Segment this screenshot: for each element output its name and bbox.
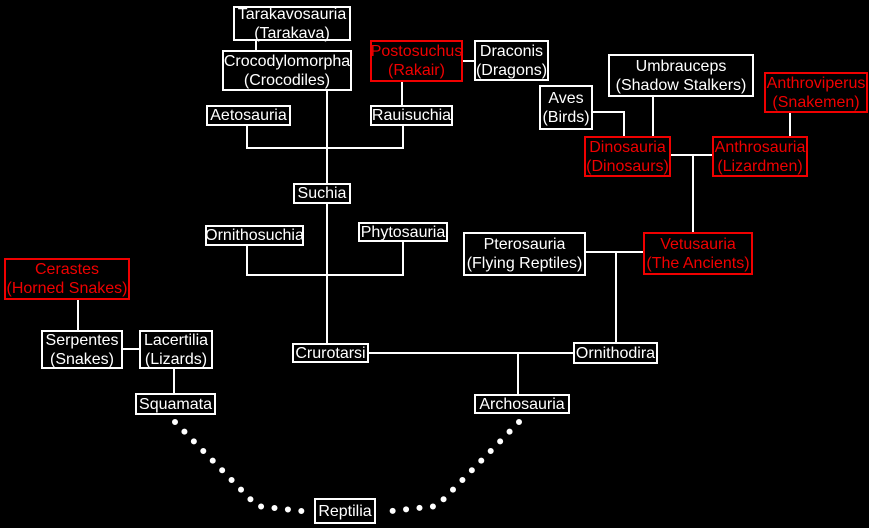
connector-line [585, 251, 644, 253]
node-sublabel: (Snakes) [49, 350, 115, 368]
node-reptilia: Reptilia [314, 498, 376, 524]
connector-line [246, 147, 404, 149]
node-sublabel: (Tarakava) [254, 24, 330, 42]
node-label: Ornithodira [575, 344, 656, 362]
node-label: Archosauria [479, 395, 565, 413]
node-label: Lacertilia [143, 331, 209, 349]
connector-line [517, 353, 519, 395]
node-ornithosuchia: Ornithosuchia [205, 225, 304, 246]
node-umbrauceps: Umbrauceps (Shadow Stalkers) [608, 54, 754, 97]
connector-line [326, 90, 328, 184]
node-serpentes: Serpentes (Snakes) [41, 330, 123, 369]
node-label: Aves [548, 89, 584, 107]
node-label: Vetusauria [660, 235, 736, 253]
node-aetosauria: Aetosauria [206, 105, 291, 126]
node-sublabel: (Dinosaurs) [586, 157, 669, 175]
connector-line [402, 125, 404, 149]
connector-line [789, 112, 791, 137]
connector-line [246, 244, 248, 276]
node-sublabel: (Birds) [542, 108, 590, 126]
connector-line [122, 348, 140, 350]
node-sublabel: (Shadow Stalkers) [615, 76, 747, 94]
node-label: Umbrauceps [635, 57, 727, 75]
node-lacertilia: Lacertilia (Lizards) [139, 330, 213, 369]
node-label: Anthrosauria [714, 138, 806, 156]
connector-line [401, 81, 403, 106]
node-label: Aetosauria [210, 107, 287, 124]
connector-line [246, 125, 248, 149]
node-suchia: Suchia [293, 183, 351, 204]
node-sublabel: (Rakair) [388, 62, 445, 79]
node-archosauria: Archosauria [474, 394, 570, 414]
connector-line [368, 352, 574, 354]
node-sublabel: (Lizardmen) [717, 157, 803, 175]
node-label: Serpentes [45, 331, 119, 349]
node-label: Dinosauria [589, 138, 666, 156]
connector-line [615, 252, 617, 343]
node-label: Suchia [297, 185, 347, 202]
node-label: Tarakavosauria [237, 5, 347, 23]
dotted-connector-right [379, 419, 522, 515]
node-label: Pterosauria [483, 236, 566, 253]
node-squamata: Squamata [135, 393, 216, 415]
connector-line [173, 368, 175, 394]
node-label: Rauisuchia [371, 107, 452, 124]
node-draconis: Draconis (Dragons) [474, 40, 549, 81]
node-aves: Aves (Birds) [539, 85, 593, 130]
node-label: Draconis [479, 42, 544, 60]
connector-line [255, 40, 257, 51]
node-ornithodira: Ornithodira [573, 342, 658, 364]
node-vetusauria: Vetusauria (The Ancients) [643, 232, 753, 275]
node-sublabel: (Lizards) [144, 350, 208, 368]
node-anthrosauria: Anthrosauria (Lizardmen) [712, 136, 808, 177]
node-sublabel: (The Ancients) [646, 254, 750, 272]
connector-line [652, 96, 654, 137]
node-label: Phytosauria [360, 223, 446, 241]
node-label: Postosuchus [370, 43, 463, 60]
node-dinosauria: Dinosauria (Dinosaurs) [584, 136, 671, 177]
node-sublabel: (Flying Reptiles) [466, 255, 583, 272]
connector-line [246, 274, 404, 276]
node-tarakavosauria: Tarakavosauria (Tarakava) [233, 5, 351, 42]
connector-line [402, 241, 404, 276]
connector-line [326, 203, 328, 344]
node-cerastes: Cerastes (Horned Snakes) [4, 258, 130, 300]
node-label: Cerastes [34, 261, 100, 278]
node-crurotarsi: Crurotarsi [292, 343, 369, 363]
dotted-connector-left [172, 419, 313, 515]
node-sublabel: (Crocodiles) [243, 71, 331, 89]
connector-line [669, 154, 713, 156]
node-anthroviperus: Anthroviperus (Snakemen) [764, 72, 868, 113]
node-label: Squamata [139, 395, 212, 413]
node-sublabel: (Snakemen) [772, 93, 860, 111]
node-sublabel: (Horned Snakes) [6, 280, 128, 297]
connector-line [461, 60, 475, 62]
connector-line [623, 111, 625, 137]
connector-line [77, 299, 79, 331]
node-label: Crurotarsi [295, 344, 366, 362]
node-label: Ornithosuchia [205, 227, 304, 244]
connector-line [591, 111, 625, 113]
node-label: Anthroviperus [766, 74, 866, 92]
node-phytosauria: Phytosauria [358, 222, 448, 242]
connector-line [692, 155, 694, 233]
node-sublabel: (Dragons) [475, 61, 548, 79]
node-pterosauria: Pterosauria (Flying Reptiles) [463, 232, 586, 276]
node-rauisuchia: Rauisuchia [370, 105, 453, 126]
node-crocodylomorpha: Crocodylomorpha (Crocodiles) [222, 50, 352, 91]
node-label: Reptilia [318, 502, 372, 520]
node-postosuchus: Postosuchus (Rakair) [370, 40, 463, 82]
node-label: Crocodylomorpha [223, 52, 351, 70]
